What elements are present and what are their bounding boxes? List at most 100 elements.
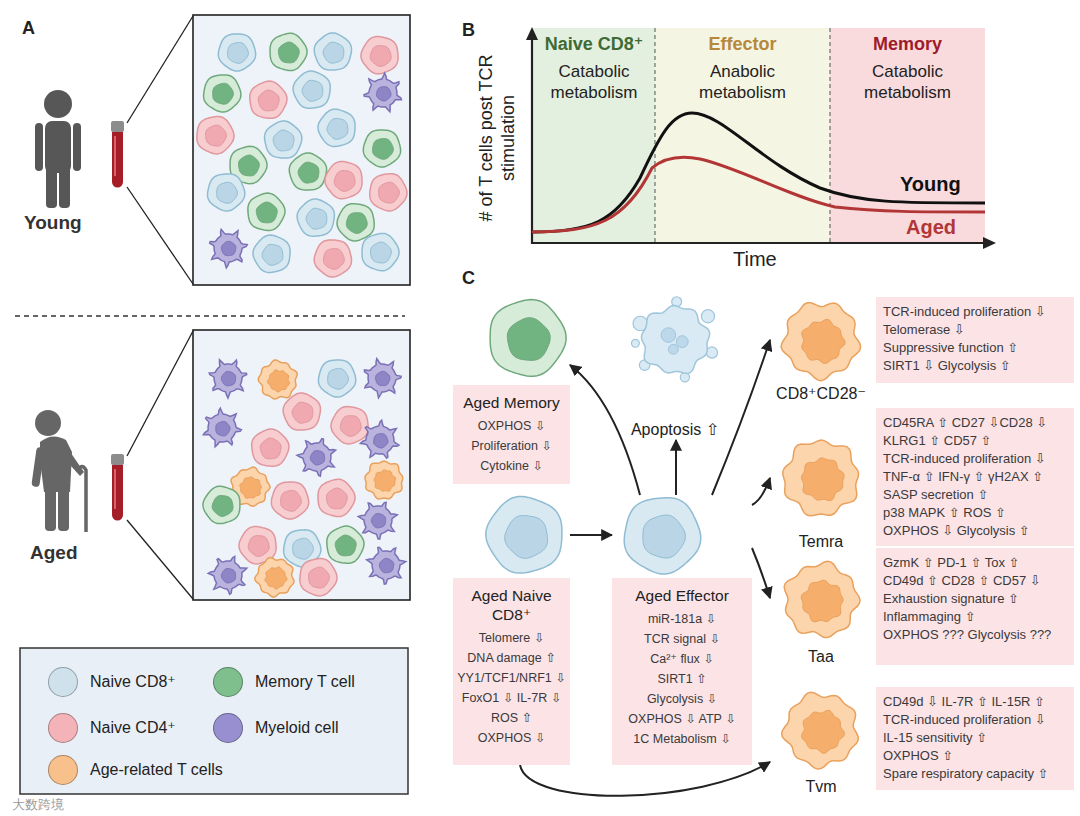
panel-letter: B: [462, 20, 475, 41]
cell-nucleus: [370, 46, 391, 67]
label-wrap: CD8⁺CD28⁻: [770, 384, 872, 404]
cell-drawing: [453, 298, 570, 385]
cell-icon: [358, 502, 397, 539]
cell-nucleus: [335, 535, 356, 556]
cell-body: [370, 174, 407, 211]
cell-body: [270, 33, 307, 70]
arrow-connector: [752, 548, 770, 598]
node-heading: CD49d ⇩ IL-7R ⇧ IL-15R ⇧: [883, 693, 1067, 711]
node-text: IL-15 sensitivity ⇧: [883, 729, 1067, 747]
cell-nucleus: [221, 371, 235, 385]
cell-nucleus: [292, 402, 313, 423]
cell-icon: [297, 199, 334, 236]
node-text: OXPHOS ⇩ ATP ⇩: [616, 709, 748, 729]
cell-icon: [624, 498, 701, 574]
cell-icon: [367, 548, 406, 585]
cell-body: [283, 393, 320, 430]
cell-body: [250, 81, 287, 118]
cell-body: [327, 526, 364, 563]
arrow-connector: [675, 440, 677, 495]
cell-body: [314, 240, 351, 277]
node-text: Suppressive function ⇧: [883, 339, 1067, 357]
cell-nucleus: [376, 371, 390, 385]
cell-nucleus: [507, 318, 550, 361]
cell-icon: [252, 429, 289, 466]
node-text: Inflammaging ⇧: [883, 608, 1067, 626]
cell-nucleus: [668, 344, 678, 354]
cell-nucleus: [505, 516, 548, 559]
arrow-connector: [712, 340, 770, 495]
cell-icon: [283, 393, 320, 430]
cell-body: [265, 121, 302, 158]
node-text: Ca²⁺ flux ⇩: [616, 649, 748, 669]
cell-icon: [783, 440, 859, 516]
cell-icon: [781, 303, 861, 381]
cell-body: [360, 420, 399, 458]
panel-letter: A: [22, 18, 35, 39]
text-panel: Aged EffectormiR-181a ⇩TCR signal ⇩Ca²⁺ …: [612, 578, 752, 765]
cell-nucleus: [310, 451, 324, 465]
cell-icon: [361, 37, 398, 74]
node-text: FoxO1 ⇩ IL-7R ⇩: [457, 688, 566, 708]
cell-stage: Aged Naive CD8⁺Telomere ⇩DNA damage ⇧YY1…: [453, 495, 570, 765]
node-text: Spare respiratory capacity ⇧: [883, 765, 1067, 783]
cell-icon: [631, 297, 717, 382]
node-text: Catabolic metabolism: [537, 61, 651, 103]
node-heading: Effector: [659, 33, 826, 55]
cell-nucleus: [221, 241, 235, 255]
axis-arrow: [983, 237, 996, 249]
y-axis: [531, 38, 533, 244]
cell-body: [253, 235, 290, 272]
cell-stage: Aged EffectormiR-181a ⇩TCR signal ⇩Ca²⁺ …: [612, 495, 752, 765]
cell-nucleus: [298, 162, 319, 183]
zoom-box: [193, 15, 410, 285]
legend-text: Memory T cell: [255, 672, 355, 692]
apoptotic-body: [701, 310, 714, 323]
legend-text: Naive CD4⁺: [90, 718, 176, 738]
cell-nucleus: [327, 119, 348, 140]
cell-body: [486, 497, 562, 574]
label-wrap: Tvm: [770, 777, 872, 797]
group-label: Aged: [30, 542, 78, 564]
zoom-line: [127, 187, 193, 284]
cell-nucleus: [334, 171, 355, 192]
phase-fill: [655, 28, 830, 243]
cell-nucleus: [228, 42, 249, 63]
cell-nucleus: [293, 538, 314, 559]
node-text: Catabolic metabolism: [847, 61, 969, 103]
cell-body: [641, 306, 709, 374]
legend-box: [20, 648, 408, 794]
node-text: TNF-α ⇧ IFN-γ ⇧ γH2AX ⇧: [883, 468, 1067, 486]
series-label: Young: [900, 173, 961, 195]
arrow-connector: [570, 534, 612, 536]
cell-nucleus: [265, 567, 287, 589]
cell-nucleus: [216, 421, 230, 436]
cell-body: [258, 360, 297, 399]
cell-body: [624, 498, 701, 574]
blood-tube: [111, 121, 124, 188]
node-heading: Aged Memory: [457, 393, 566, 412]
feature-box: TCR-induced proliferation ⇩Telomerase ⇩S…: [876, 297, 1074, 383]
node-text: Telomerase ⇩: [883, 321, 1067, 339]
cell-nucleus: [802, 710, 845, 753]
node-text: SASP secretion ⇧: [883, 486, 1067, 504]
cell-icon: [318, 360, 355, 397]
phase-band: MemoryCatabolic metabolism: [830, 28, 985, 243]
axis-arrow: [526, 27, 538, 40]
cell-body: [210, 229, 248, 268]
cell-icon: [203, 408, 241, 447]
cell-body: [358, 502, 397, 539]
cell-body: [490, 300, 566, 377]
cell-body: [203, 486, 240, 523]
cell-nucleus: [324, 249, 345, 270]
node-text: miR-181a ⇩: [616, 609, 748, 629]
cell-icon: [314, 240, 351, 277]
text-panel: Aged MemoryOXPHOS ⇩Proliferation ⇩Cytoki…: [453, 385, 570, 484]
cell-icon: [337, 204, 374, 241]
group-label: Young: [24, 212, 82, 234]
axis-label: # of T cells post TCR stimulation: [475, 38, 519, 238]
cell-nucleus: [374, 434, 388, 448]
cell-body: [197, 117, 234, 154]
cell-body: [364, 73, 401, 112]
cell-icon: [300, 559, 337, 596]
